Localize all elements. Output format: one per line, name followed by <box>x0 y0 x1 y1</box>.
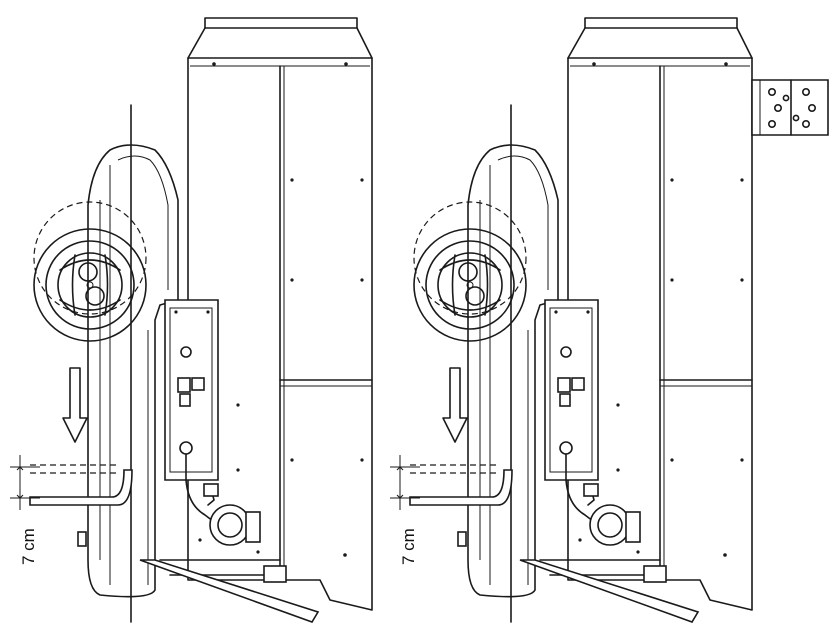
mounting-bracket <box>751 79 829 136</box>
dimension-label-left: 7 cm <box>19 528 38 565</box>
heater-view-left: 7 cm <box>9 17 373 623</box>
dimension-label-right: 7 cm <box>399 528 418 565</box>
heater-view-right: 7 cm <box>389 17 829 623</box>
